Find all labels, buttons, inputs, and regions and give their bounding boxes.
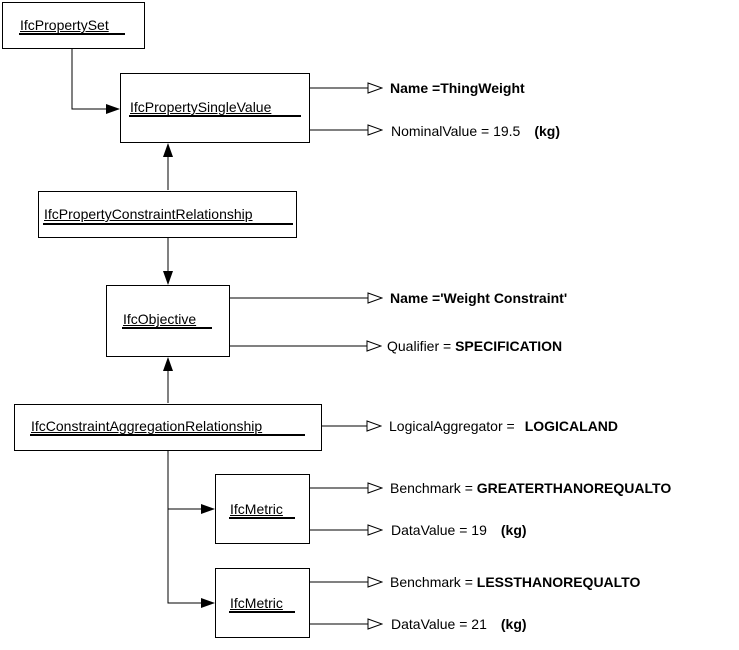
attr-m1-datavalue: DataValue = 19(kg) — [391, 522, 527, 538]
attr-psv-name: Name =ThingWeight — [390, 80, 525, 96]
aggregation-to-metric-2-arrow — [167, 509, 215, 608]
set-to-single-value-arrow — [71, 48, 120, 114]
class-box-property-constraint-relationship — [38, 191, 297, 238]
class-underline-objective — [122, 327, 212, 329]
class-underline-constraint-aggregation-relationship — [30, 434, 305, 436]
attr-m2-benchmark: Benchmark = LESSTHANOREQUALTO — [390, 574, 641, 590]
class-underline-property-set — [19, 33, 125, 35]
aggregation-to-metric-1-arrow — [167, 451, 215, 514]
attr-psv-nominal-value: NominalValue = 19.5(kg) — [391, 123, 560, 139]
attr-obj-qualifier: Qualifier = SPECIFICATION — [387, 338, 563, 354]
class-box-metric-1 — [215, 474, 310, 544]
class-underline-metric-2 — [229, 611, 295, 613]
class-box-objective — [106, 285, 230, 357]
attr-m2-datavalue: DataValue = 21(kg) — [391, 616, 527, 632]
class-box-metric-2 — [215, 568, 310, 638]
class-label-metric-1: IfcMetric — [230, 501, 283, 517]
attr-agg-logical-aggregator: LogicalAggregator =LOGICALAND — [389, 418, 619, 434]
class-label-objective: IfcObjective — [123, 311, 197, 327]
class-label-metric-2: IfcMetric — [230, 595, 283, 611]
class-label-property-single-value: IfcPropertySingleValue — [130, 99, 272, 115]
class-box-property-single-value — [120, 73, 310, 143]
class-label-constraint-aggregation-relationship: IfcConstraintAggregationRelationship — [31, 418, 263, 434]
attr-m1-benchmark: Benchmark = GREATERTHANOREQUALTO — [390, 480, 672, 496]
class-underline-metric-1 — [229, 517, 295, 519]
class-box-property-set — [2, 2, 145, 49]
class-label-property-set: IfcPropertySet — [20, 17, 109, 33]
class-label-property-constraint-relationship: IfcPropertyConstraintRelationship — [44, 206, 253, 222]
attr-obj-name: Name ='Weight Constraint' — [390, 290, 568, 306]
class-underline-property-single-value — [129, 115, 301, 117]
class-underline-property-constraint-relationship — [43, 223, 293, 225]
class-box-constraint-aggregation-relationship — [14, 404, 322, 451]
